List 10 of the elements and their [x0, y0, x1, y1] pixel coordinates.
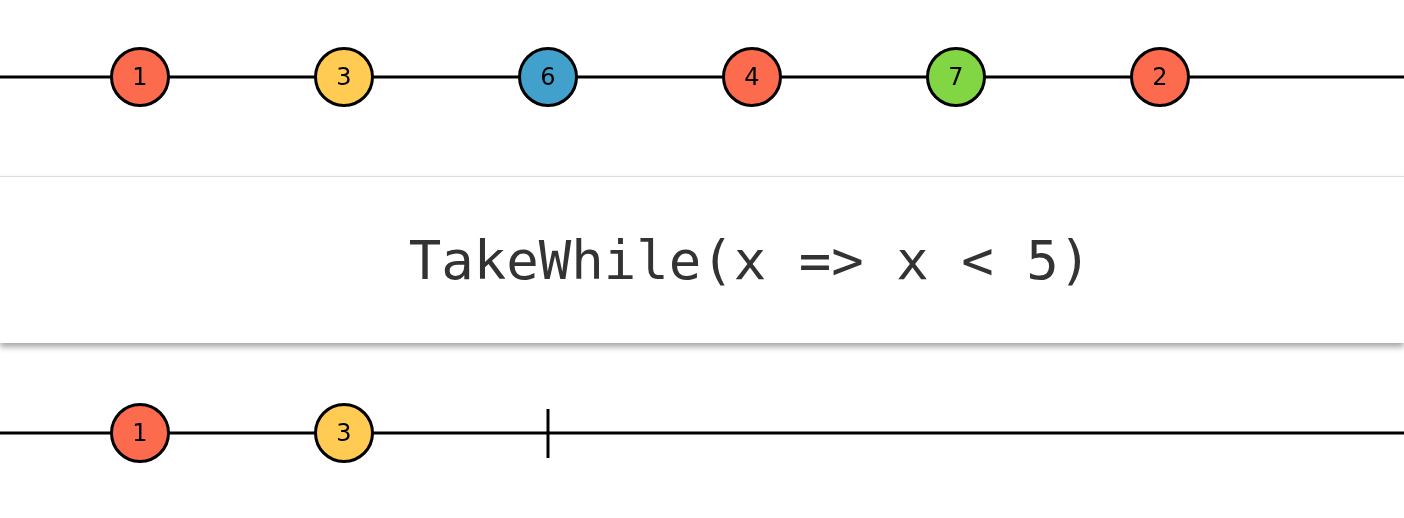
marble: 6 — [518, 47, 578, 107]
marble: 1 — [110, 47, 170, 107]
operator-label: TakeWhile(x => x < 5) — [408, 228, 1092, 292]
marble: 3 — [314, 403, 374, 463]
marble: 3 — [314, 47, 374, 107]
marble: 7 — [926, 47, 986, 107]
operator-panel — [0, 176, 1404, 343]
marble: 1 — [110, 403, 170, 463]
marble: 4 — [722, 47, 782, 107]
marble: 2 — [1130, 47, 1190, 107]
